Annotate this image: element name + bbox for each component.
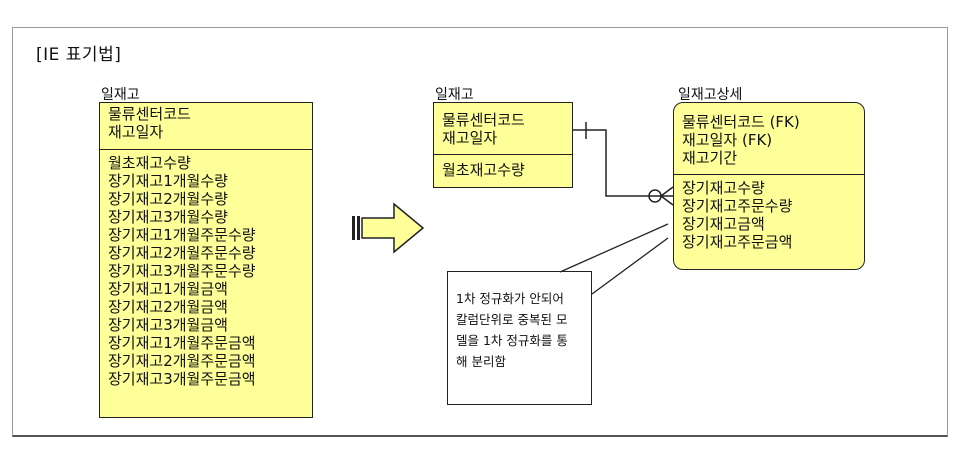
key-attribute: 물류센터코드 [108,105,191,123]
attribute: 장기재고2개월수량 [108,190,228,208]
attribute: 장기재고1개월주문수량 [108,226,256,244]
key-attribute: 물류센터코드 (FK) [682,113,800,131]
attribute: 장기재고수량 [682,179,765,197]
note-line: 1차 정규화가 안되어 [456,291,564,306]
attribute-section: 월초재고수량 [434,155,572,181]
callout-pointer [559,223,669,295]
attribute: 월초재고수량 [108,154,191,172]
primary-key-section: 물류센터코드 재고일자 [434,103,572,155]
entity-daily-stock-detail: 물류센터코드 (FK) 재고일자 (FK) 재고기간 장기재고수량 장기재고주문… [673,102,865,270]
primary-key-section: 물류센터코드 (FK) 재고일자 (FK) 재고기간 [674,103,864,175]
attribute: 장기재고1개월수량 [108,172,228,190]
attribute: 월초재고수량 [442,161,525,179]
diagram-frame [12,27,948,437]
key-attribute: 재고일자 [442,129,498,147]
primary-key-section: 물류센터코드 재고일자 [100,103,312,150]
attribute-section: 장기재고수량 장기재고주문수량 장기재고금액 장기재고주문금액 [674,175,864,253]
attribute: 장기재고주문수량 [682,197,793,215]
key-attribute: 재고일자 [108,123,164,141]
notation-title: [IE 표기법] [36,45,122,65]
attribute: 장기재고3개월수량 [108,208,228,226]
attribute: 장기재고1개월금액 [108,280,228,298]
attribute: 장기재고금액 [682,215,765,233]
attribute: 장기재고2개월주문수량 [108,244,256,262]
attribute: 장기재고3개월주문금액 [108,370,256,388]
key-attribute: 물류센터코드 [442,111,525,129]
key-attribute: 재고일자 (FK) [682,131,773,149]
entity-name-child: 일재고상세 [678,87,743,103]
attribute: 장기재고주문금액 [682,233,793,251]
attribute: 장기재고2개월금액 [108,298,228,316]
note-callout: 1차 정규화가 안되어 칼럼단위로 중복된 모 델을 1차 정규화를 통 해 분… [447,271,592,405]
entity-daily-stock: 물류센터코드 재고일자 월초재고수량 [433,102,573,188]
attribute: 장기재고3개월주문수량 [108,262,256,280]
note-line: 해 분리함 [456,354,506,369]
attribute: 장기재고3개월금액 [108,316,228,334]
crow-foot-icon [660,186,674,197]
key-attribute: 재고기간 [682,149,738,167]
attribute: 장기재고1개월주문금액 [108,334,256,352]
entity-unnormalized-daily-stock: 물류센터코드 재고일자 월초재고수량 장기재고1개월수량 장기재고2개월수량 장… [99,102,313,418]
entity-name-parent: 일재고 [435,87,474,103]
note-line: 칼럼단위로 중복된 모 [456,312,568,327]
relationship-line [573,122,674,206]
attribute-section: 월초재고수량 장기재고1개월수량 장기재고2개월수량 장기재고3개월수량 장기재… [100,150,312,390]
note-line: 델을 1차 정규화를 통 [456,333,568,348]
transform-arrow-icon [352,202,425,254]
attribute: 장기재고2개월주문금액 [108,352,256,370]
entity-name-unnormalized: 일재고 [101,87,140,103]
